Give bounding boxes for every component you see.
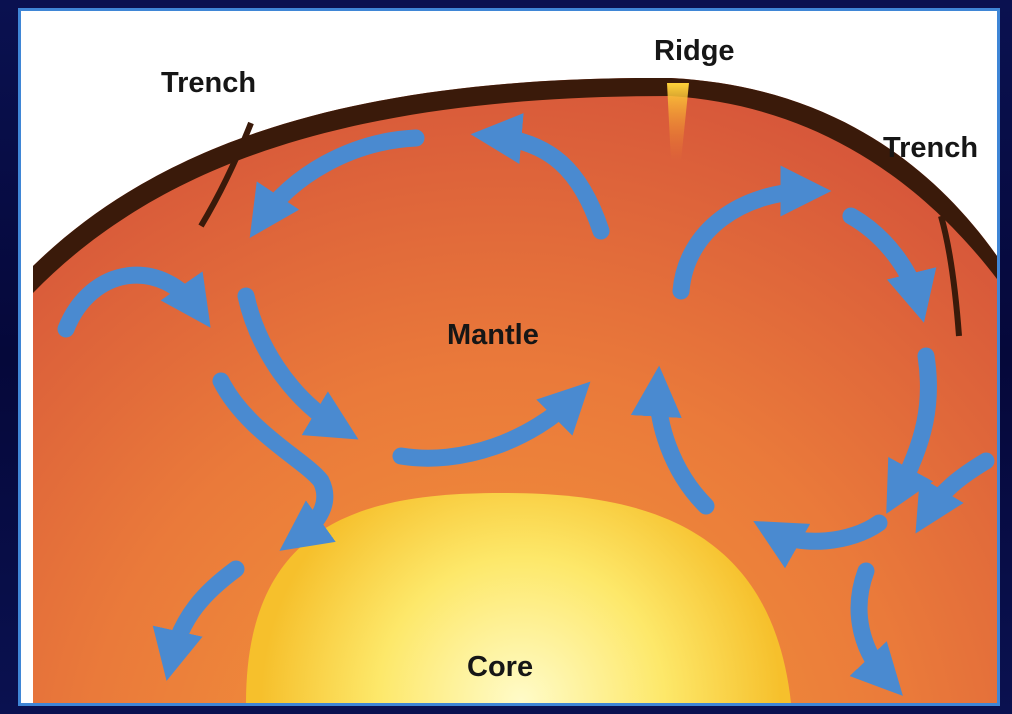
label-trench-left: Trench [161, 67, 256, 100]
diagram-panel: Trench Ridge Trench Mantle Core [18, 8, 1000, 706]
label-trench-right: Trench [883, 132, 978, 165]
mantle-convection-diagram [21, 11, 997, 703]
label-ridge: Ridge [654, 35, 735, 68]
label-mantle: Mantle [447, 319, 539, 352]
label-core: Core [467, 651, 533, 684]
